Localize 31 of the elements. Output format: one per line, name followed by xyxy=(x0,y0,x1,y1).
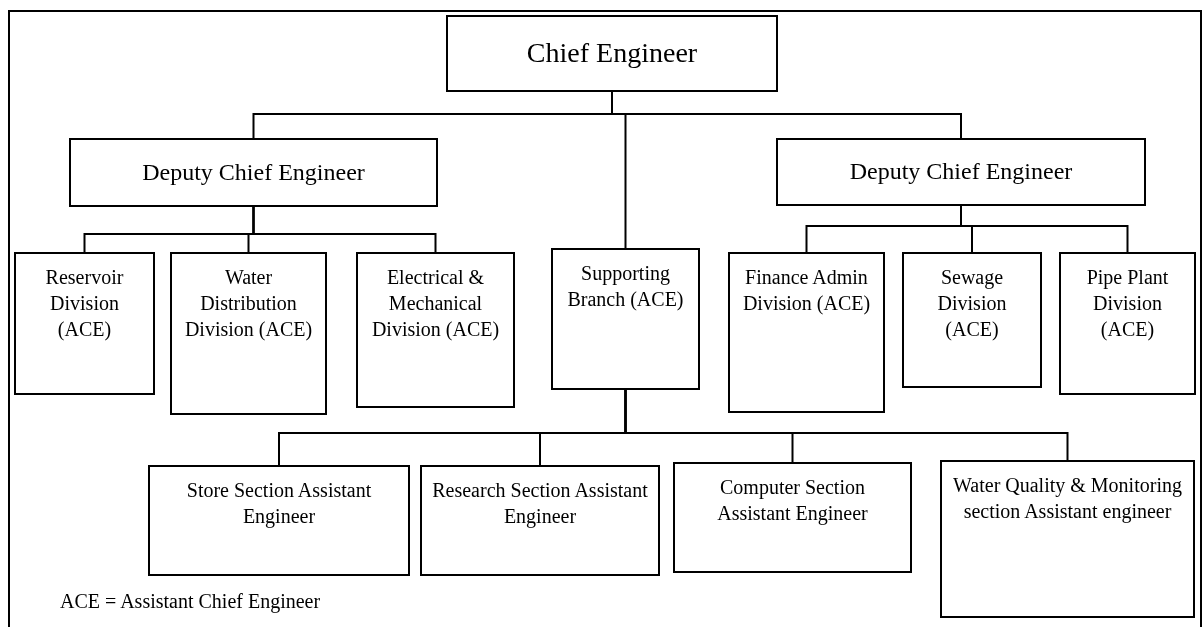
box-title: Water Distribution Division (ACE) xyxy=(183,265,314,342)
abbreviation-note: ACE = Assistant Chief Engineer xyxy=(60,589,321,615)
org-box xyxy=(446,15,778,92)
box-title: Finance Admin Division (ACE) xyxy=(741,265,872,316)
box-title: Store Section Assistant Engineer xyxy=(185,478,373,529)
org-box xyxy=(148,465,410,576)
org-box xyxy=(940,460,1195,618)
org-box xyxy=(69,138,438,207)
org-box xyxy=(356,252,515,408)
box-title: Computer Section Assistant Engineer xyxy=(716,475,869,526)
org-box xyxy=(551,248,700,390)
box-title: Chief Engineer xyxy=(526,36,698,71)
box-title: Water Quality & Monitoring section Assistant engineer xyxy=(952,473,1183,524)
box-title: Deputy Chief Engineer xyxy=(142,157,365,187)
box-title: Electrical & Mechanical Division (ACE) xyxy=(370,265,501,342)
org-box xyxy=(170,252,327,415)
org-box xyxy=(1059,252,1196,395)
org-box xyxy=(14,252,155,395)
connector-line xyxy=(624,389,1069,461)
connector-line xyxy=(252,206,437,253)
org-box xyxy=(902,252,1042,388)
box-title: Research Section Assistant Engineer xyxy=(431,478,649,529)
org-box xyxy=(728,252,885,413)
box-title: Deputy Chief Engineer xyxy=(849,157,1073,187)
org-box xyxy=(420,465,660,576)
box-title: Reservoir Division (ACE) xyxy=(44,265,125,342)
org-box xyxy=(776,138,1146,206)
org-box xyxy=(673,462,912,573)
box-title: Sewage Division (ACE) xyxy=(936,265,1008,342)
box-title: Pipe Plant Division (ACE) xyxy=(1085,265,1170,342)
box-title: Supporting Branch (ACE) xyxy=(566,261,685,312)
